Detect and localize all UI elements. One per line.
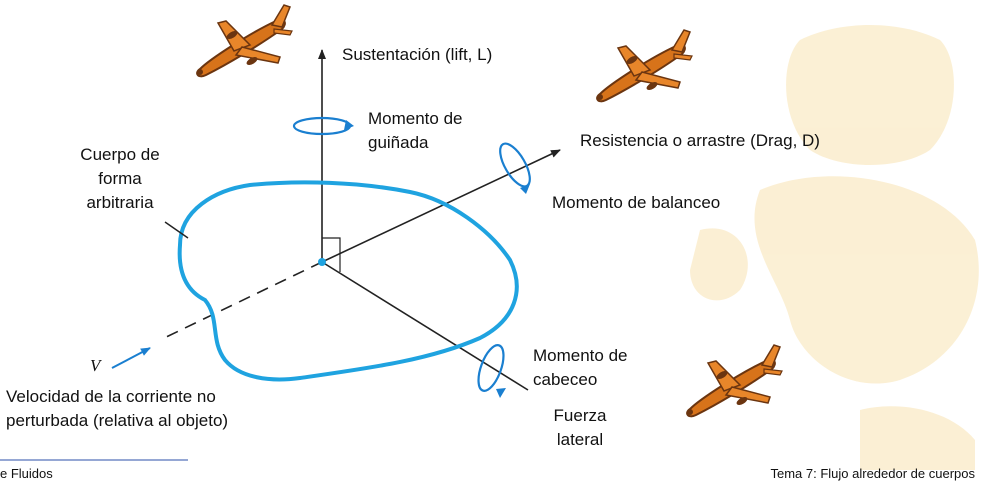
yaw-moment-label-line2: guiñada [368, 133, 429, 152]
pitch-moment-label-line2: cabeceo [533, 370, 598, 389]
body-label-line1: Cuerpo de [80, 145, 160, 164]
velocity-symbol: V [90, 356, 101, 375]
airplane-icon [686, 344, 783, 418]
footer-left-text: e Fluidos [0, 466, 53, 481]
body-label-pointer [164, 221, 189, 239]
footer-right-text: Tema 7: Flujo alrededor de cuerpos [770, 466, 975, 481]
drag-label: Resistencia o arrastre (Drag, D) [580, 131, 820, 150]
origin-dot [318, 258, 326, 266]
body-label-line3: arbitraria [86, 193, 154, 212]
roll-moment-arrow [499, 142, 531, 194]
airplane-icon [596, 29, 693, 103]
velocity-label-line2: perturbada (relativa al objeto) [6, 411, 229, 430]
yaw-moment-arrow [292, 116, 354, 136]
airplane-icon [196, 4, 293, 78]
arbitrary-body-outline [177, 180, 519, 382]
freestream-dashed-line [159, 261, 323, 341]
side-force-label-line2: lateral [556, 430, 604, 449]
pitch-moment-label-line1: Momento de [533, 346, 628, 365]
velocity-arrow [111, 347, 151, 369]
watermark-crest [690, 25, 979, 470]
velocity-label-line1: Velocidad de la corriente no [6, 387, 216, 406]
body-label-line2: forma [98, 169, 142, 188]
roll-moment-label: Momento de balanceo [552, 193, 721, 212]
drag-axis-arrow [321, 149, 561, 263]
yaw-moment-label-line1: Momento de [368, 109, 463, 128]
pitch-moment-arrow [477, 344, 506, 398]
lift-label: Sustentación (lift, L) [342, 45, 493, 64]
side-axis-line [321, 261, 529, 391]
side-force-label-line1: Fuerza [553, 406, 607, 425]
right-angle-mark [322, 237, 341, 272]
